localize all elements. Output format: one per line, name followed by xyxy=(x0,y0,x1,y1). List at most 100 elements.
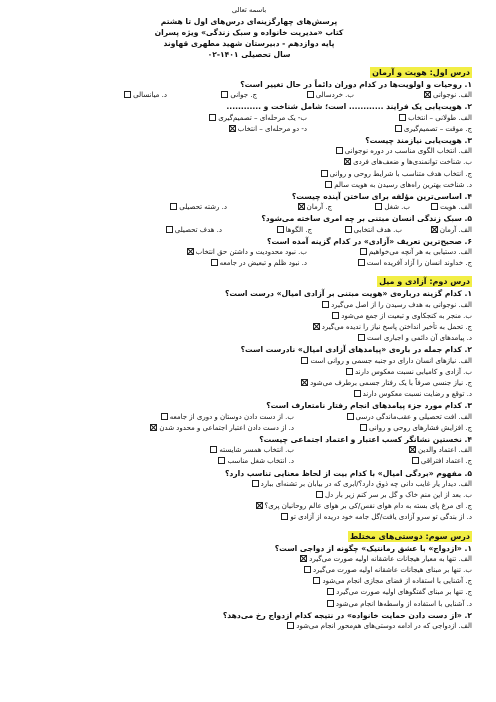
checkbox[interactable] xyxy=(281,513,289,521)
checkbox-checked[interactable] xyxy=(423,91,431,99)
section-2-title: درس دوم: آزادی و میل xyxy=(377,276,472,288)
checkbox[interactable] xyxy=(210,259,218,267)
checkbox-checked[interactable] xyxy=(300,554,308,562)
checkbox-checked[interactable] xyxy=(228,124,236,132)
checkbox[interactable] xyxy=(218,457,226,465)
question-2-5-option-c: ج. ای مرغ پای بسته به دام هوای نفس/کی بر… xyxy=(26,501,472,512)
question-2-2-option-c: ج. نیاز جنسی صرفاً با یک رفتار جسمی برطر… xyxy=(26,378,472,389)
checkbox[interactable] xyxy=(431,203,439,211)
checkbox-checked[interactable] xyxy=(409,446,417,454)
question-1-2-options-a: الف. طولانی – انتخاب ب- یک مرحله‌ای – تص… xyxy=(26,113,472,124)
section-3-title: درس سوم: دوستی‌های مختلط xyxy=(347,530,472,542)
question-2-1-stem: ۱. کدام گزینه درباره‌ی «هویت مبتنی بر آز… xyxy=(225,289,472,299)
header-book: کتاب «مدیریت خانواده و سبک زندگی» ویژه پ… xyxy=(154,28,344,37)
question-1-4-stem: ۴. اساسی‌ترین مؤلفه برای ساختن آینده چیس… xyxy=(291,191,472,201)
question-1-3-option-b: ب. شناخت توانمندی‌ها و ضعف‌های فردی xyxy=(26,157,472,168)
checkbox[interactable] xyxy=(325,180,333,188)
checkbox[interactable] xyxy=(359,423,367,431)
checkbox[interactable] xyxy=(394,124,402,132)
question-3-1-option-c2: ج. تنها بر مبنای گفتگوهای اولیه صورت می‌… xyxy=(26,587,472,598)
checkbox[interactable] xyxy=(411,457,419,465)
question-1-2-options-b: ج. موقت – تصمیم‌گیری د- دو مرحله‌ای – ان… xyxy=(26,124,472,135)
question-3-2-stem: ۲. «از دست دادن حمایت خانواده» در نتیجه … xyxy=(222,610,472,620)
checkbox[interactable] xyxy=(287,621,295,629)
checkbox[interactable] xyxy=(301,356,309,364)
checkbox[interactable] xyxy=(160,412,168,420)
checkbox-checked[interactable] xyxy=(312,322,320,330)
checkbox-checked[interactable] xyxy=(150,423,158,431)
question-1-3-option-c: ج. انتخاب هدف متناسب با شرایط روحی و روا… xyxy=(26,169,472,180)
checkbox[interactable] xyxy=(375,203,383,211)
checkbox-checked[interactable] xyxy=(255,502,263,510)
question-2-5-option-d: د. از بندگی تو سرو آزادی یافت/گل جامه خو… xyxy=(26,512,472,523)
checkbox[interactable] xyxy=(326,599,334,607)
checkbox[interactable] xyxy=(357,334,365,342)
question-2-3-options-a: الف. افت تحصیلی و عقب‌ماندگی درسی ب. از … xyxy=(26,412,472,423)
question-1-5-options: الف. آرمان ب. هدف انتخابی ج. الگوها د. ه… xyxy=(26,225,472,236)
checkbox[interactable] xyxy=(353,390,361,398)
checkbox-checked[interactable] xyxy=(344,158,352,166)
checkbox[interactable] xyxy=(304,565,312,573)
checkbox[interactable] xyxy=(124,91,132,99)
question-2-3-stem: ۳. کدام مورد جزء پیامدهای انجام رفتار نا… xyxy=(266,401,472,411)
checkbox[interactable] xyxy=(276,225,284,233)
checkbox[interactable] xyxy=(313,577,321,585)
question-1-5-stem: ۵. سبک زندگی انسان مبتنی بر چه امری ساخت… xyxy=(261,214,472,224)
checkbox[interactable] xyxy=(170,203,178,211)
question-1-3-option-d: د. شناخت بهترین راه‌های رسیدن به هویت سا… xyxy=(26,180,472,191)
question-3-1-option-d: د. آشنایی با استفاده از واسطه‌ها انجام م… xyxy=(26,599,472,610)
checkbox[interactable] xyxy=(210,446,218,454)
question-3-1-stem: ۱. «ازدواج» با عشق رمانتیک» چگونه از دوا… xyxy=(274,543,472,553)
question-1-1-options: الف. نوجوانی ب. خردسالی ج. جوانی د. میان… xyxy=(26,90,472,101)
checkbox[interactable] xyxy=(327,588,335,596)
checkbox[interactable] xyxy=(345,367,353,375)
checkbox[interactable] xyxy=(165,225,173,233)
checkbox[interactable] xyxy=(306,91,314,99)
checkbox[interactable] xyxy=(335,147,343,155)
header-year: سال تحصیلی ۱۴۰۱-۰۲ xyxy=(207,50,291,59)
checkbox[interactable] xyxy=(221,91,229,99)
header-basmala: باسمه تعالی xyxy=(231,6,267,14)
checkbox[interactable] xyxy=(209,113,217,121)
checkbox[interactable] xyxy=(315,490,323,498)
checkbox[interactable] xyxy=(332,311,340,319)
checkbox-checked[interactable] xyxy=(301,378,309,386)
checkbox[interactable] xyxy=(346,412,354,420)
checkbox[interactable] xyxy=(357,259,365,267)
header-title: پرسش‌های چهارگزینه‌ای درس‌های اول تا هشت… xyxy=(160,17,338,26)
question-2-3-options-b: ج. افزایش فشارهای روحی و روانی د. از دست… xyxy=(26,423,472,434)
question-2-4-options-a: الف. اعتماد والدین ب. انتخاب همسر شایسته xyxy=(26,445,472,456)
checkbox-checked[interactable] xyxy=(430,225,438,233)
question-3-1-option-b: ب. تنها بر مبنای هیجانات عاشقانه اولیه ص… xyxy=(26,565,472,576)
question-2-2-option-b: ب. آزادی و کامیابی نسبت معکوس دارند xyxy=(26,367,472,378)
question-1-4-options: الف. هویت ب. شغل ج. آرمان د. رشته تحصیلی xyxy=(26,202,472,213)
checkbox[interactable] xyxy=(320,169,328,177)
question-1-1-stem: ۱. روحیات و اولویت‌ها در کدام دوران دائم… xyxy=(240,80,472,89)
question-3-2-option-a: الف. ازدواجی که در ادامه دوستی‌های هم‌مح… xyxy=(26,621,472,632)
checkbox[interactable] xyxy=(399,113,407,121)
question-1-2-stem: ۲. هویت‌یابی یک فرایند ............ است؛… xyxy=(226,102,472,112)
question-2-5-stem: ۵. مفهوم «بردگی امیال» با کدام بیت از لح… xyxy=(225,468,472,478)
checkbox-checked[interactable] xyxy=(297,203,305,211)
question-2-1-option-a: الف. نوجوانی به هدف رسیدن را از اصل می‌گ… xyxy=(26,300,472,311)
checkbox[interactable] xyxy=(344,225,352,233)
question-1-3-stem: ۳. هویت‌یابی نیازمند چیست؟ xyxy=(365,135,472,145)
header-school: پایه دوازدهم - دبیرستان شهید مطهری قهاون… xyxy=(163,39,335,48)
checkbox-checked[interactable] xyxy=(186,247,194,255)
question-2-2-option-d: د. توقع و رضایت نسبت معکوس دارند xyxy=(26,389,472,400)
question-2-2-stem: ۲. کدام جمله در باره‌ی «پیامدهای آزادی ا… xyxy=(240,345,472,355)
question-2-5-option-b: ب. بعد از این منم خاک و گل بر سر کنم زیر… xyxy=(26,490,472,501)
question-1-6-options-a: الف. دستیابی به هر آنچه می‌خواهیم ب. نبو… xyxy=(26,247,472,258)
checkbox[interactable] xyxy=(251,479,259,487)
question-2-4-stem: ۴. نخستین نشانگر کسب اعتبار و اعتماد اجت… xyxy=(259,434,472,444)
checkbox[interactable] xyxy=(322,300,330,308)
question-2-4-options-b: ج. اعتماد افتراقی د. انتخاب شغل مناسب xyxy=(26,456,472,467)
section-1-title: درس اول: هویت و آرمان xyxy=(370,67,472,78)
question-1-6-options-b: ج. خداوند انسان را آزاد آفریده است د. نب… xyxy=(26,258,472,269)
question-3-1-option-a: الف. تنها به معیار هیجانات عاشقانه اولیه… xyxy=(26,554,472,565)
question-2-5-option-a: الف. دیدار یار غایب دانی چه ذوق دارد؟/اب… xyxy=(26,479,472,490)
exam-header: باسمه تعالی پرسش‌های چهارگزینه‌ای درس‌ها… xyxy=(26,0,472,60)
question-2-2-option-a: الف. نیازهای انسان دارای دو جنبه جسمی و … xyxy=(26,356,472,367)
checkbox[interactable] xyxy=(359,247,367,255)
